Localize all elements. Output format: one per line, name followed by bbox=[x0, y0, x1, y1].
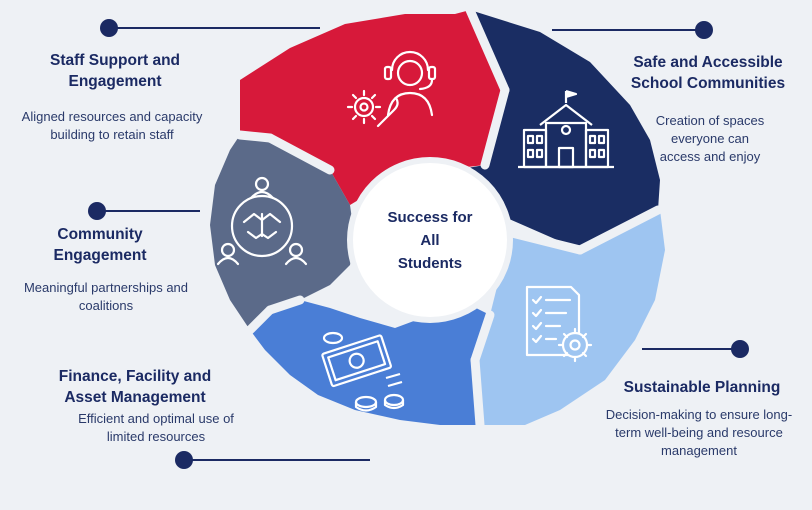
pillar-title-community: Community Engagement bbox=[53, 226, 147, 264]
connector-line-staff-support bbox=[116, 27, 320, 29]
pillar-desc-community: Meaningful partnerships and coalitions bbox=[23, 280, 189, 313]
segment-safe-accessible bbox=[455, 10, 660, 250]
center-label-line-2: All bbox=[420, 232, 440, 249]
connector-dot-finance bbox=[175, 451, 193, 469]
pillar-desc-staff-support: Aligned resources and capacity building … bbox=[21, 109, 203, 142]
segment-finance-facility bbox=[250, 300, 490, 425]
center-label-line-1: Success for bbox=[387, 209, 473, 226]
pillar-desc-sustainable: Decision-making to ensure long- term wel… bbox=[605, 407, 793, 458]
connector-dot-community bbox=[88, 202, 106, 220]
center-label-line-3: Students bbox=[397, 255, 463, 272]
segment-community bbox=[210, 135, 355, 330]
checklist-gear-icon bbox=[525, 285, 593, 363]
connector-line-safe-accessible bbox=[552, 29, 698, 31]
school-building-icon bbox=[518, 89, 614, 169]
connector-dot-staff-support bbox=[100, 19, 118, 37]
money-coins-icon bbox=[321, 331, 405, 412]
pillar-title-finance: Finance, Facility and Asset Management bbox=[58, 368, 212, 406]
center-circle bbox=[347, 157, 513, 323]
connector-line-community bbox=[104, 210, 200, 212]
segment-sustainable-planning bbox=[475, 210, 665, 425]
connector-line-finance bbox=[190, 459, 370, 461]
pillar-title-sustainable: Sustainable Planning bbox=[623, 379, 781, 396]
center-label: Success for All Students bbox=[370, 206, 490, 275]
connector-dot-safe-accessible bbox=[695, 21, 713, 39]
pillar-desc-safe-accessible: Creation of spaces everyone can access a… bbox=[655, 113, 765, 164]
pillar-title-staff-support: Staff Support and Engagement bbox=[49, 52, 181, 90]
pillar-title-safe-accessible: Safe and Accessible School Communities bbox=[630, 54, 786, 92]
pillar-desc-finance: Efficient and optimal use of limited res… bbox=[78, 411, 234, 444]
community-hands-icon bbox=[216, 176, 308, 266]
connector-dot-sustainable bbox=[731, 340, 749, 358]
connector-line-sustainable bbox=[642, 348, 734, 350]
support-agent-gear-icon bbox=[346, 50, 437, 128]
